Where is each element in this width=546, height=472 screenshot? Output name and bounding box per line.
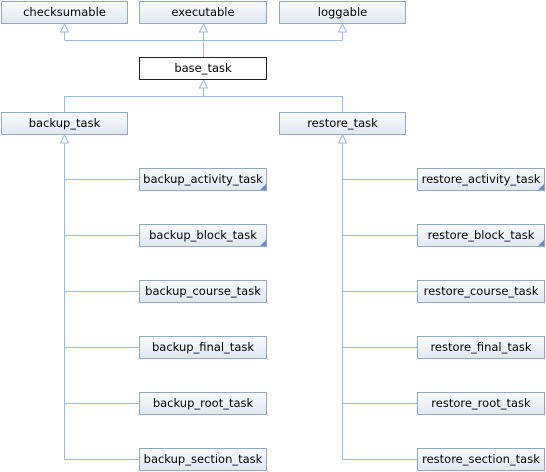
- node-backup-root-task[interactable]: backup_root_task: [139, 392, 267, 415]
- arrowhead-backup-task: [59, 133, 70, 144]
- arrowhead-base-task: [198, 78, 209, 89]
- node-restore-course-task[interactable]: restore_course_task: [417, 280, 545, 303]
- node-backup-final-task[interactable]: backup_final_task: [139, 336, 267, 359]
- node-restore-task[interactable]: restore_task: [279, 112, 406, 135]
- node-restore-final-task[interactable]: restore_final_task: [417, 336, 545, 359]
- node-backup-activity-task[interactable]: backup_activity_task: [139, 168, 267, 191]
- node-backup-course-task[interactable]: backup_course_task: [139, 280, 267, 303]
- arrowhead-loggable: [337, 22, 348, 33]
- node-restore-root-task[interactable]: restore_root_task: [417, 392, 545, 415]
- node-loggable[interactable]: loggable: [279, 1, 406, 24]
- node-backup-section-task[interactable]: backup_section_task: [139, 448, 267, 471]
- node-restore-block-task[interactable]: restore_block_task: [417, 224, 545, 247]
- node-base-task: base_task: [139, 57, 267, 80]
- node-backup-block-task[interactable]: backup_block_task: [139, 224, 267, 247]
- arrowhead-restore-task: [337, 133, 348, 144]
- node-restore-section-task[interactable]: restore_section_task: [417, 448, 545, 471]
- node-backup-task[interactable]: backup_task: [1, 112, 128, 135]
- node-restore-activity-task[interactable]: restore_activity_task: [417, 168, 545, 191]
- node-checksumable[interactable]: checksumable: [1, 1, 128, 24]
- arrowhead-checksumable: [59, 22, 70, 33]
- arrowhead-executable: [198, 22, 209, 33]
- node-executable[interactable]: executable: [139, 1, 267, 24]
